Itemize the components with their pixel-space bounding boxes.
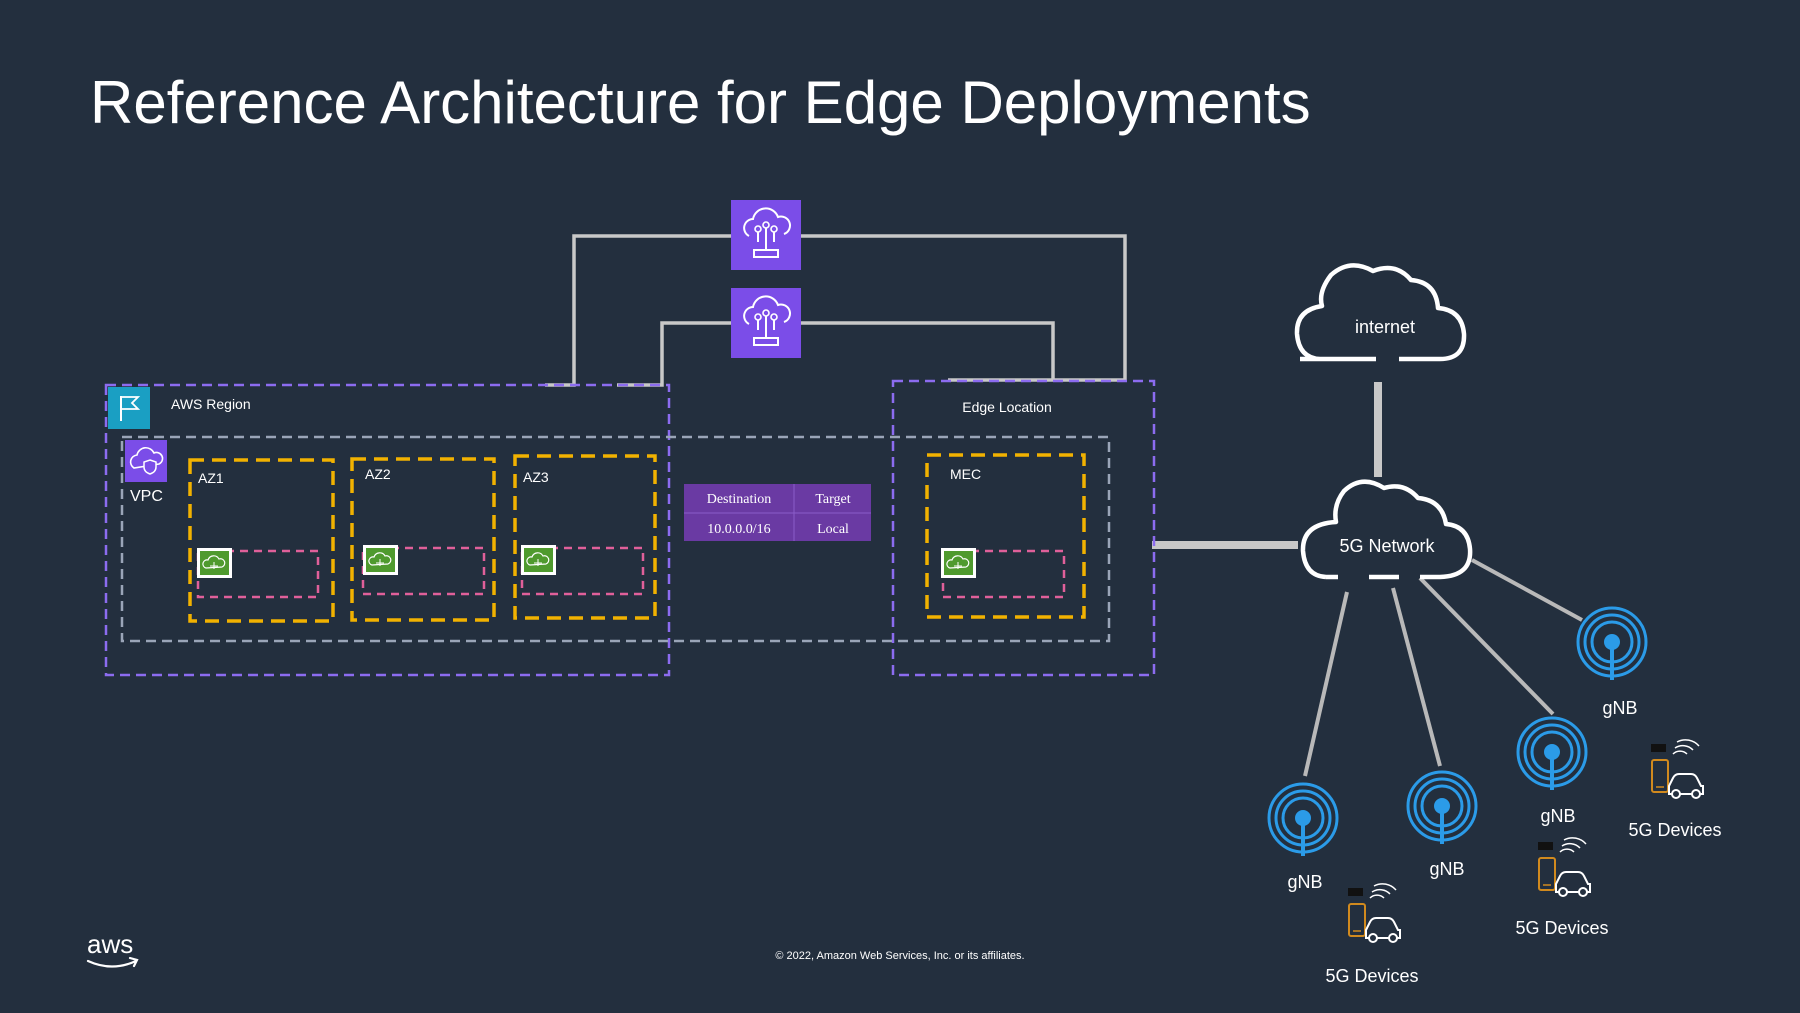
- vpc: VPC: [120, 435, 1111, 643]
- copyright-text: © 2022, Amazon Web Services, Inc. or its…: [775, 950, 1024, 962]
- devices-group-2: 5G Devices: [1515, 837, 1609, 938]
- mec-label: MEC: [950, 466, 981, 482]
- link-gnb-4: [1471, 558, 1583, 622]
- aws-region-border: [104, 383, 671, 677]
- gnb-antenna-icon: [1576, 606, 1648, 680]
- gnb-label: gNB: [1429, 859, 1464, 879]
- route-table: Destination Target 10.0.0.0/16 Local: [684, 484, 871, 541]
- radio-links: [1303, 558, 1583, 777]
- devices-group-3: 5G Devices: [1628, 739, 1722, 840]
- az-2-label: AZ2: [365, 466, 391, 482]
- link-gnb-3: [1418, 576, 1555, 716]
- az-2-border: [350, 457, 496, 622]
- az-2: AZ2: [350, 457, 496, 622]
- link-gnb-2: [1391, 587, 1442, 767]
- network-5g-label: 5G Network: [1339, 536, 1435, 556]
- flag-icon: [108, 387, 150, 429]
- subnet-instance-icon: [197, 548, 232, 578]
- az-3-label: AZ3: [523, 469, 549, 485]
- gnb-antenna-4: gNB: [1576, 606, 1648, 718]
- aws-region-label: AWS Region: [171, 396, 251, 412]
- gnb-label: gNB: [1602, 698, 1637, 718]
- link-gnb-1: [1303, 591, 1349, 777]
- route-table-header-target: Target: [815, 492, 850, 507]
- devices-label: 5G Devices: [1515, 918, 1608, 938]
- edge-location-label: Edge Location: [962, 399, 1052, 415]
- cloud-icon: [1294, 263, 1467, 362]
- gnb-label: gNB: [1287, 872, 1322, 892]
- vpc-shield-cloud-icon: [125, 440, 167, 482]
- vpc-border: [120, 435, 1111, 643]
- transit-gateway-icon: [731, 200, 801, 270]
- internet-label: internet: [1355, 317, 1415, 337]
- devices-icon: [1538, 837, 1591, 897]
- devices-icon: [1651, 739, 1704, 799]
- mec-border: [925, 453, 1086, 619]
- page-title: Reference Architecture for Edge Deployme…: [90, 69, 1311, 136]
- aws-logo: aws: [86, 929, 139, 968]
- gnb-antenna-2: gNB: [1406, 770, 1478, 879]
- aws-smile-icon: [86, 956, 139, 968]
- az-1-border: [188, 458, 335, 623]
- network-5g-cloud: 5G Network: [1300, 479, 1473, 580]
- subnet-instance-icon: [941, 548, 976, 578]
- aws-logo-text: aws: [87, 929, 133, 959]
- subnet-instance-icon: [521, 545, 556, 575]
- route-table-cell-target: Local: [817, 522, 849, 537]
- internet-cloud: internet: [1294, 263, 1467, 362]
- gnb-label: gNB: [1540, 806, 1575, 826]
- gnb-antenna-icon: [1267, 782, 1339, 856]
- gnb-antenna-icon: [1516, 716, 1588, 790]
- transit-gateway-icon: [731, 288, 801, 358]
- edge-location: Edge Location: [891, 379, 1156, 677]
- connector-region-top: [545, 234, 732, 387]
- edge-location-border: [891, 379, 1156, 677]
- devices-label: 5G Devices: [1325, 966, 1418, 986]
- route-table-cell-destination: 10.0.0.0/16: [707, 522, 770, 537]
- az-1-label: AZ1: [198, 470, 224, 486]
- az-3: AZ3: [513, 454, 657, 620]
- devices-icon: [1348, 883, 1401, 943]
- gnb-antenna-3: gNB: [1516, 716, 1588, 826]
- aws-region: AWS Region: [104, 383, 671, 677]
- connector-edge-bottom: [800, 321, 1055, 380]
- connector-edge-top: [800, 234, 1127, 382]
- az-1: AZ1: [188, 458, 335, 623]
- gnb-antenna-icon: [1406, 770, 1478, 844]
- cloud-icon: [1300, 479, 1473, 580]
- vpc-label: VPC: [130, 488, 163, 505]
- mec-zone: MEC: [925, 453, 1086, 619]
- az-3-border: [513, 454, 657, 620]
- connector-region-bottom: [617, 321, 732, 387]
- route-table-header-destination: Destination: [707, 492, 772, 507]
- gnb-antenna-1: gNB: [1267, 782, 1339, 892]
- subnet-instance-icon: [363, 545, 398, 575]
- devices-label: 5G Devices: [1628, 820, 1721, 840]
- devices-group-1: 5G Devices: [1325, 883, 1419, 986]
